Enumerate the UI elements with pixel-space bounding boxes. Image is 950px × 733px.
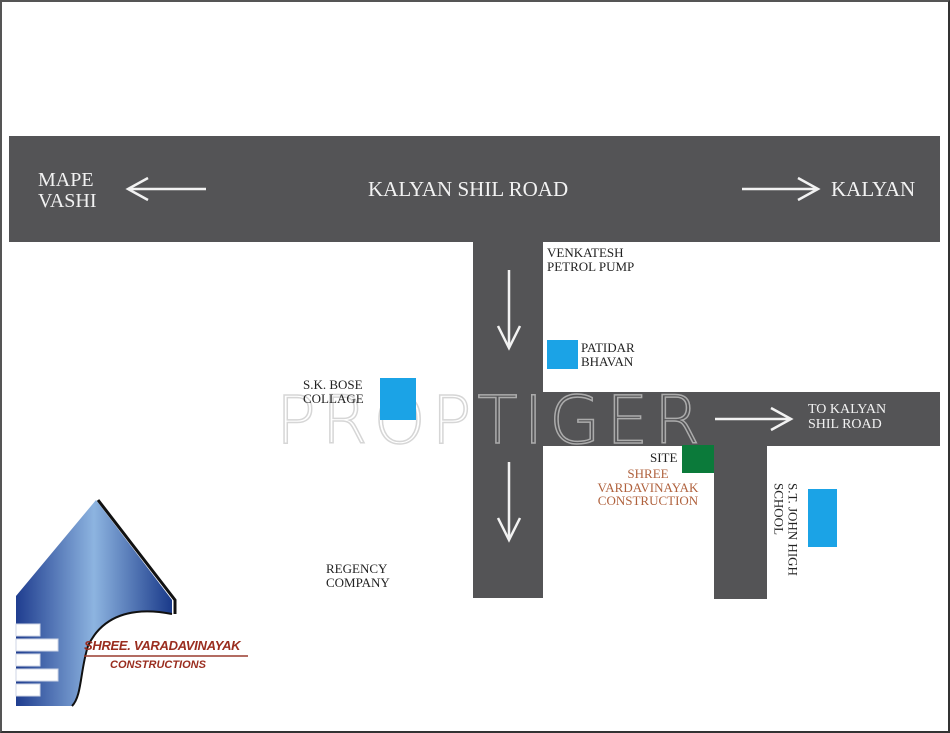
watermark: PROPTIGER bbox=[275, 381, 706, 460]
landmark-patidar-bhavan: PATIDAR BHAVAN bbox=[581, 341, 635, 368]
label-line: VARDAVINAYAK bbox=[597, 479, 699, 495]
patidar-bhavan-marker bbox=[547, 340, 578, 369]
site-marker bbox=[682, 445, 714, 473]
arrow-down-icon bbox=[496, 270, 522, 351]
label-line: SHIL ROAD bbox=[808, 416, 882, 432]
label-line: VASHI bbox=[38, 190, 97, 212]
destination-mape-vashi: MAPE VASHI bbox=[38, 170, 97, 212]
label-line: PATIDAR bbox=[581, 340, 635, 355]
company-logo-icon bbox=[15, 499, 248, 707]
arrow-down-icon bbox=[496, 462, 522, 543]
road-name-kalyan-shil: KALYAN SHIL ROAD bbox=[368, 177, 569, 201]
arrow-right-icon bbox=[715, 406, 794, 432]
landmark-venkatesh-petrol-pump: VENKATESH PETROL PUMP bbox=[547, 246, 634, 273]
side-road-label: TO KALYAN SHIL ROAD bbox=[808, 402, 887, 432]
site-name: SHREE VARDAVINAYAK CONSTRUCTION bbox=[590, 467, 706, 508]
label-line: COMPANY bbox=[326, 574, 390, 590]
logo-text-line1: SHREE. VARADAVINAYAK bbox=[84, 638, 241, 653]
label-line: COLLAGE bbox=[303, 390, 364, 406]
label-line: CONSTRUCTION bbox=[597, 493, 699, 509]
label-line: PETROL PUMP bbox=[547, 258, 635, 274]
arrow-right-icon bbox=[742, 176, 821, 202]
arrow-left-icon bbox=[125, 176, 206, 202]
landmark-st-john-high-school: S.T. JOHN HIGH SCHOOL bbox=[771, 483, 800, 576]
label-line: MAPE bbox=[38, 169, 94, 191]
site-label: SITE bbox=[650, 450, 678, 465]
label-line: SCHOOL bbox=[771, 483, 787, 536]
st-john-marker bbox=[808, 489, 837, 547]
label-line: SHREE bbox=[627, 466, 669, 481]
logo-text-line2: CONSTRUCTIONS bbox=[110, 659, 206, 671]
sk-bose-marker bbox=[380, 378, 416, 420]
label-line: REGENCY bbox=[326, 561, 388, 576]
label-line: BHAVAN bbox=[581, 353, 634, 369]
label-line: S.T. JOHN HIGH bbox=[785, 483, 801, 576]
side-road-vertical bbox=[714, 444, 767, 599]
label-line: VENKATESH bbox=[547, 245, 624, 260]
label-line: S.K. BOSE bbox=[303, 377, 363, 392]
destination-kalyan: KALYAN bbox=[831, 177, 916, 201]
landmark-sk-bose-collage: S.K. BOSE COLLAGE bbox=[303, 378, 364, 405]
label-line: TO KALYAN bbox=[808, 402, 887, 417]
landmark-regency-company: REGENCY COMPANY bbox=[326, 562, 390, 589]
